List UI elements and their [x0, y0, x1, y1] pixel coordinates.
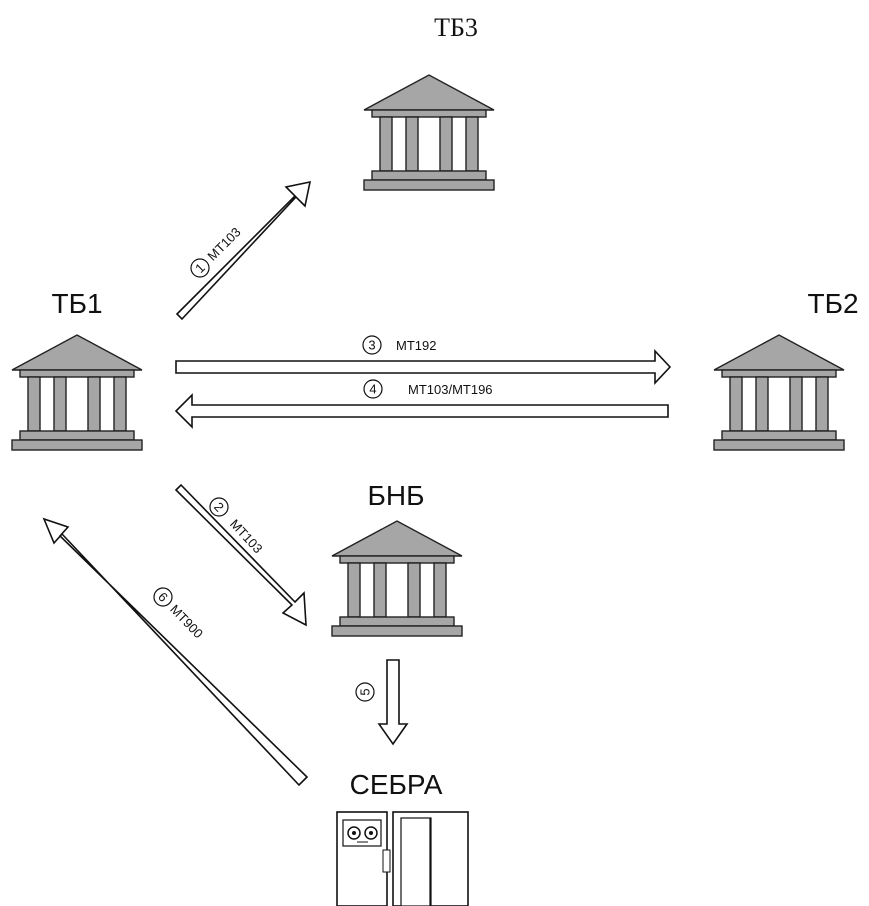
- flow-arrow-4: [174, 393, 669, 429]
- flow-arrow-6: [42, 517, 309, 787]
- flow-message-3: MT192: [396, 338, 436, 353]
- flow-number-circle-4: [363, 379, 383, 399]
- flow-arrow-5: [377, 659, 409, 746]
- flow-number-circle-3: [362, 335, 382, 355]
- flow-message-4: MT103/MT196: [408, 382, 493, 397]
- bank-icon-tb1: [11, 334, 143, 451]
- server-icon-sebra: [336, 811, 469, 906]
- flow-number-5: 5: [358, 688, 373, 695]
- flow-number-circle-2: [209, 497, 229, 517]
- bank-icon-tb2: [713, 334, 845, 451]
- flow-number-circle-1: [190, 258, 210, 278]
- flow-message-6: MT900: [167, 602, 206, 642]
- node-label-bnb: БНБ: [368, 480, 425, 511]
- node-label-tb3: ТБ3: [434, 13, 478, 42]
- node-label-tb1: ТБ1: [51, 288, 102, 319]
- node-label-tb2: ТБ2: [807, 288, 858, 319]
- node-label-sebra: СЕБРА: [350, 769, 443, 800]
- flow-number-4: 4: [369, 382, 376, 397]
- flow-arrow-1: [175, 180, 312, 321]
- flow-arrow-2: [174, 483, 307, 627]
- bank-icon-tb3: [363, 74, 495, 191]
- flow-arrow-3: [175, 348, 672, 386]
- bank-icon-bnb: [331, 520, 463, 637]
- flow-number-circle-5: [355, 682, 375, 702]
- flow-number-circle-6: [153, 587, 173, 607]
- flow-number-3: 3: [368, 338, 375, 353]
- flow-message-2: MT103: [227, 516, 266, 556]
